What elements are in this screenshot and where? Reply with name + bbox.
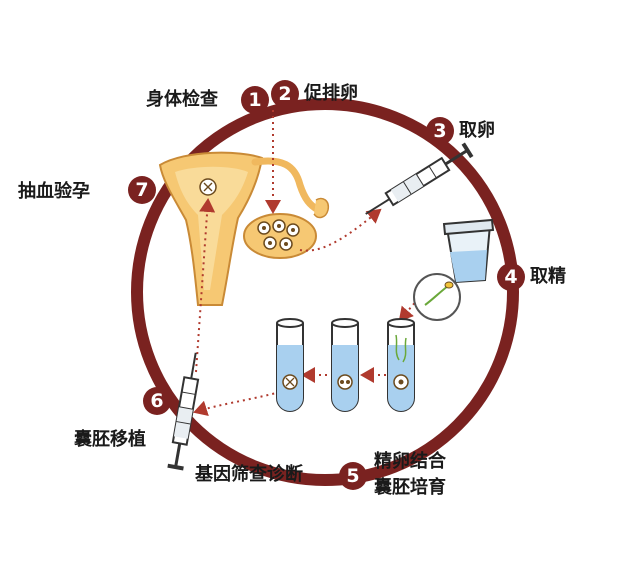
- egg-retrieval-syringe-icon: [365, 142, 474, 215]
- step-5-left-label: 基因筛查诊断: [195, 464, 303, 485]
- step-2-label: 促排卵: [304, 83, 358, 104]
- step-5-badge: 5: [339, 462, 367, 490]
- step-7-label: 抽血验孕: [18, 181, 90, 202]
- uterus-illustration: [158, 151, 330, 306]
- step-3-badge: 3: [426, 117, 454, 145]
- step-3-label: 取卵: [459, 120, 495, 141]
- sperm-magnifier-icon: [413, 273, 461, 321]
- step-2-badge: 2: [271, 80, 299, 108]
- test-tube-2: [331, 318, 359, 412]
- step-6-badge: 6: [143, 387, 171, 415]
- cycle-ring: [131, 98, 519, 486]
- step-6-label: 囊胚移植: [74, 429, 146, 450]
- sperm-sample-cup-icon: [442, 218, 495, 284]
- step-1-label: 身体检查: [146, 89, 218, 110]
- step-4-label: 取精: [530, 266, 566, 287]
- test-tube-3: [387, 318, 415, 412]
- test-tube-1: [276, 318, 304, 412]
- step-4-badge: 4: [497, 263, 525, 291]
- step-7-badge: 7: [128, 176, 156, 204]
- step-5-label-line2: 囊胚培育: [374, 477, 446, 498]
- step-5-label-line1: 精卵结合: [374, 451, 446, 472]
- embryo-transfer-syringe-icon: [167, 352, 200, 471]
- step-1-badge: 1: [241, 86, 269, 114]
- test-tubes: [276, 318, 415, 412]
